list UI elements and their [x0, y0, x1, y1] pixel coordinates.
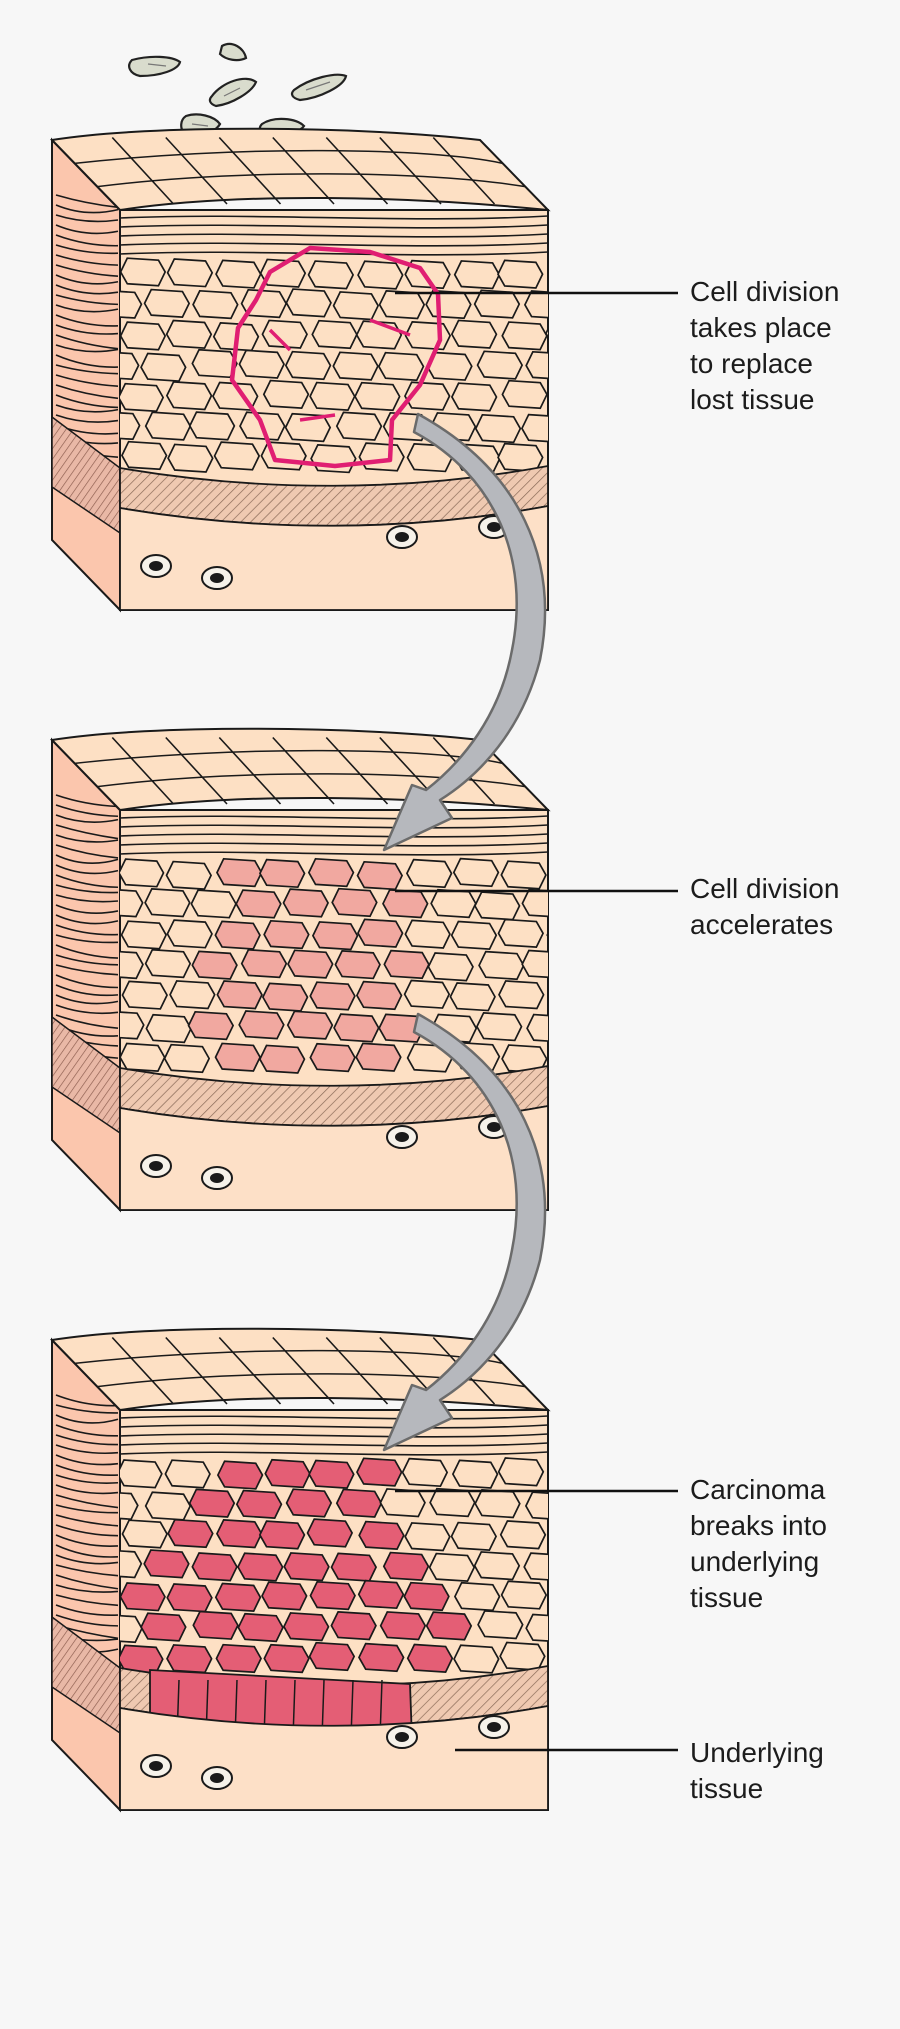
connective-tissue-cell-icon [386, 1125, 418, 1149]
progression-arrow-2 [382, 1012, 547, 1452]
connective-tissue-cell-icon [140, 1154, 172, 1178]
callout-underlying-tissue: Underlying tissue [455, 1737, 832, 1804]
label-cell-division-accelerates: Cell division accelerates [690, 873, 847, 940]
connective-tissue-cell-icon [140, 554, 172, 578]
flaking-skin-cell-icon [208, 77, 258, 108]
flaking-skin-cell-icon [218, 42, 248, 62]
skin-block-accelerated [49, 727, 551, 1213]
callout-cell-division-accelerates: Cell division accelerates [395, 873, 847, 940]
progression-arrow-1 [382, 412, 547, 852]
skin-block-normal [49, 127, 551, 613]
connective-tissue-cell-icon [201, 1766, 233, 1790]
connective-tissue-cell-icon [140, 1754, 172, 1778]
label-underlying-tissue: Underlying tissue [690, 1737, 832, 1804]
label-cell-division-replace: Cell division takes place to replace los… [690, 276, 847, 415]
connective-tissue-cell-icon [201, 1166, 233, 1190]
callout-cell-division-replace: Cell division takes place to replace los… [395, 276, 847, 415]
skin-block-carcinoma [49, 1327, 551, 1813]
connective-tissue-cell-icon [386, 525, 418, 549]
flaking-skin-cell-icon [290, 73, 348, 102]
connective-tissue-cell-icon [386, 1725, 418, 1749]
callout-carcinoma: Carcinoma breaks into underlying tissue [395, 1474, 835, 1613]
connective-tissue-cell-icon [478, 1715, 510, 1739]
block-top-face [49, 127, 551, 212]
connective-tissue-cell-icon [201, 566, 233, 590]
block-side-face [51, 737, 121, 1213]
label-carcinoma: Carcinoma breaks into underlying tissue [690, 1474, 835, 1613]
flaking-skin-cell-icon [128, 55, 182, 78]
